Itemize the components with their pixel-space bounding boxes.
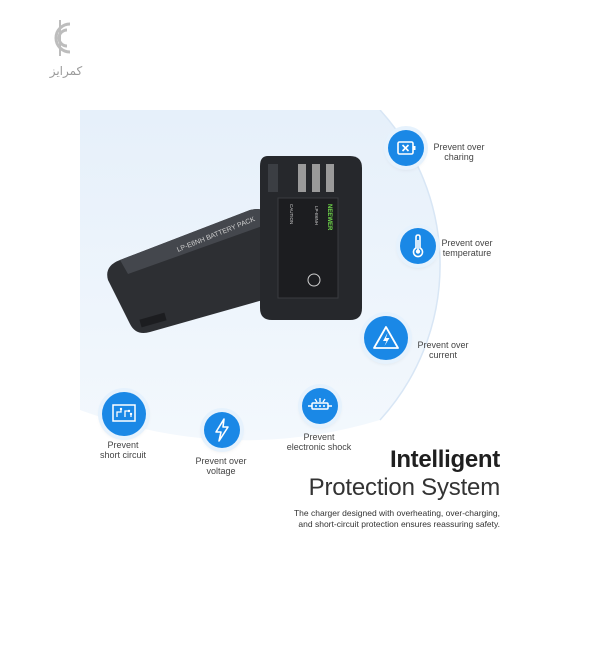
feature-label-line2: electronic shock [286, 442, 352, 452]
feature-label-line1: Prevent over [195, 456, 247, 466]
front-battery: NEEWER CAUTION LP-E6NH [260, 156, 362, 320]
headline-title: Intelligent [389, 446, 500, 473]
thermometer-icon [400, 228, 436, 264]
feature-label-line1: Prevent over [433, 142, 485, 152]
battery-x-icon [388, 130, 424, 166]
warning-bolt-icon [364, 316, 408, 360]
brand-logo: کمرایز [26, 14, 106, 84]
feature-label-line2: current [428, 350, 457, 360]
circuit-shock-icon [302, 388, 338, 424]
feature-label-line1: Prevent over [417, 340, 469, 350]
description: The charger designed with overheating, o… [240, 508, 500, 530]
description-line2: and short-circuit protection ensures rea… [298, 519, 500, 529]
feature-label-line1: Prevent [303, 432, 335, 442]
front-battery-model: LP-E6NH [314, 206, 319, 225]
feature-label-line2: short circuit [99, 450, 146, 460]
lightning-icon [204, 412, 240, 448]
battery-product-image: LP-E6NH BATTERY PACK NEEWER CAUTION LP-E… [107, 156, 362, 333]
logo-text: کمرایز [49, 64, 83, 78]
cc-logo-icon [54, 20, 71, 56]
headline: Intelligent Protection System [308, 446, 501, 502]
circuit-board-icon [102, 392, 146, 436]
feature-label-line2: voltage [206, 466, 236, 476]
front-battery-caution: CAUTION [289, 204, 294, 224]
front-battery-brand: NEEWER [326, 204, 332, 231]
feature-label-line2: charing [444, 152, 474, 162]
back-battery: LP-E6NH BATTERY PACK [107, 209, 281, 333]
feature-label-line1: Prevent [107, 440, 139, 450]
description-line1: The charger designed with overheating, o… [293, 508, 500, 518]
feature-label-line1: Prevent over [441, 238, 493, 248]
headline-subtitle: Protection System [308, 474, 501, 501]
feature-label-line2: temperature [442, 248, 492, 258]
